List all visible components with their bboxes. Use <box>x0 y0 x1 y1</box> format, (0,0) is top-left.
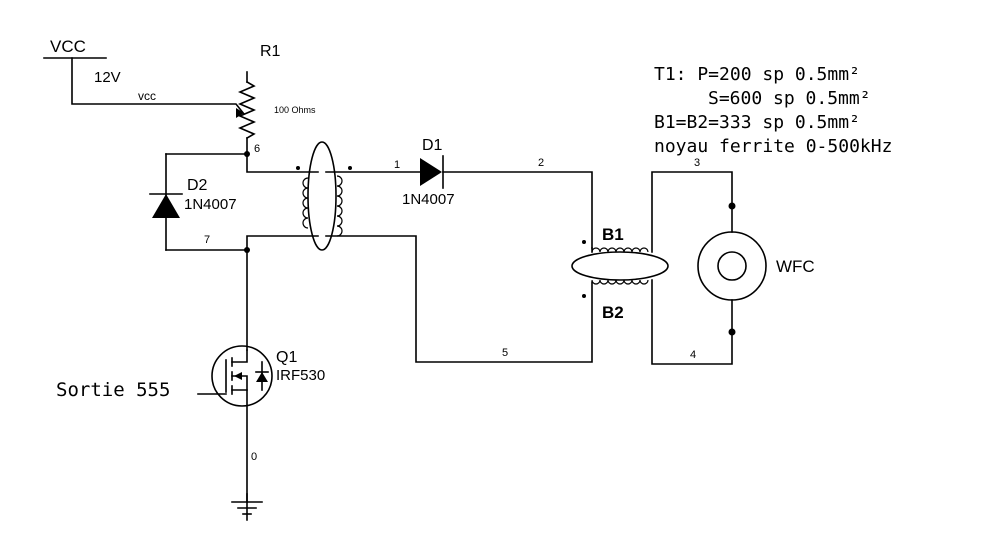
note-primary: T1: P=200 sp 0.5mm² <box>654 64 860 85</box>
node-2-label: 2 <box>538 157 544 169</box>
q1-body-circle <box>211 345 273 407</box>
d1-part: 1N4007 <box>402 191 455 208</box>
node-0-label: 0 <box>251 451 257 463</box>
note-core: noyau ferrite 0-500kHz <box>654 136 892 157</box>
d1-diode: D1 1N4007 2 <box>402 137 593 249</box>
b1-winding <box>591 247 649 253</box>
b2-output-wire <box>651 279 733 365</box>
d1-diode-symbol <box>420 158 442 186</box>
gate-input-label: Sortie 555 <box>56 379 170 401</box>
d2-diode-symbol <box>152 194 180 218</box>
t1-primary-winding <box>302 177 309 229</box>
d2-diode-branch: D2 1N4007 6 7 <box>149 143 319 253</box>
vcc-wire <box>71 57 246 116</box>
d2-part: 1N4007 <box>184 196 237 213</box>
bifilar-choke: B1 B2 3 4 <box>571 157 733 365</box>
node-3-label: 3 <box>694 157 700 169</box>
q1-ref: Q1 <box>276 349 297 366</box>
node-5-label: 5 <box>502 347 508 359</box>
wfc-outer-ring <box>697 231 767 301</box>
note-secondary: S=600 sp 0.5mm² <box>708 88 871 109</box>
d1-ref: D1 <box>422 137 443 154</box>
secondary-bottom-wire <box>325 235 593 363</box>
node-1-label: 1 <box>394 159 400 171</box>
wfc-inner-ring <box>717 251 747 281</box>
ground-symbol <box>231 493 263 515</box>
node-4-label: 4 <box>690 349 696 361</box>
node-7-label: 7 <box>204 234 210 246</box>
vcc-net-label: vcc <box>138 89 156 103</box>
choke-ferrite-core <box>571 251 669 281</box>
primary-top-wire <box>246 155 319 173</box>
b1-label: B1 <box>602 225 624 244</box>
wfc-cell: WFC <box>697 202 815 336</box>
r1-potentiometer: R1 100 Ohms <box>236 43 316 157</box>
vcc-supply: VCC 12V vcc <box>43 37 246 116</box>
t1-ferrite-core <box>307 141 337 251</box>
transformer-t1: 1 5 <box>246 141 593 363</box>
r1-value: 100 Ohms <box>274 105 316 115</box>
vcc-voltage: 12V <box>94 69 121 86</box>
t1-secondary-winding <box>336 175 343 237</box>
r1-resistor-zigzag <box>237 80 257 140</box>
winding-notes: T1: P=200 sp 0.5mm² S=600 sp 0.5mm² B1=B… <box>654 64 892 157</box>
q1-part: IRF530 <box>276 367 325 384</box>
primary-bottom-wire <box>246 235 319 251</box>
q1-mosfet: Q1 IRF530 Sortie 555 0 <box>56 249 325 521</box>
r1-ref: R1 <box>260 43 281 60</box>
b1-output-wire <box>651 171 733 253</box>
r1-wiper-arrow <box>236 108 244 118</box>
node-6-label: 6 <box>254 143 260 155</box>
note-bifilar: B1=B2=333 sp 0.5mm² <box>654 112 860 133</box>
d2-ref: D2 <box>187 177 208 194</box>
vcc-label: VCC <box>50 37 86 56</box>
b2-label: B2 <box>602 303 624 322</box>
b2-winding <box>591 279 649 285</box>
wfc-label: WFC <box>776 257 815 276</box>
d1-output-wire <box>442 171 593 249</box>
